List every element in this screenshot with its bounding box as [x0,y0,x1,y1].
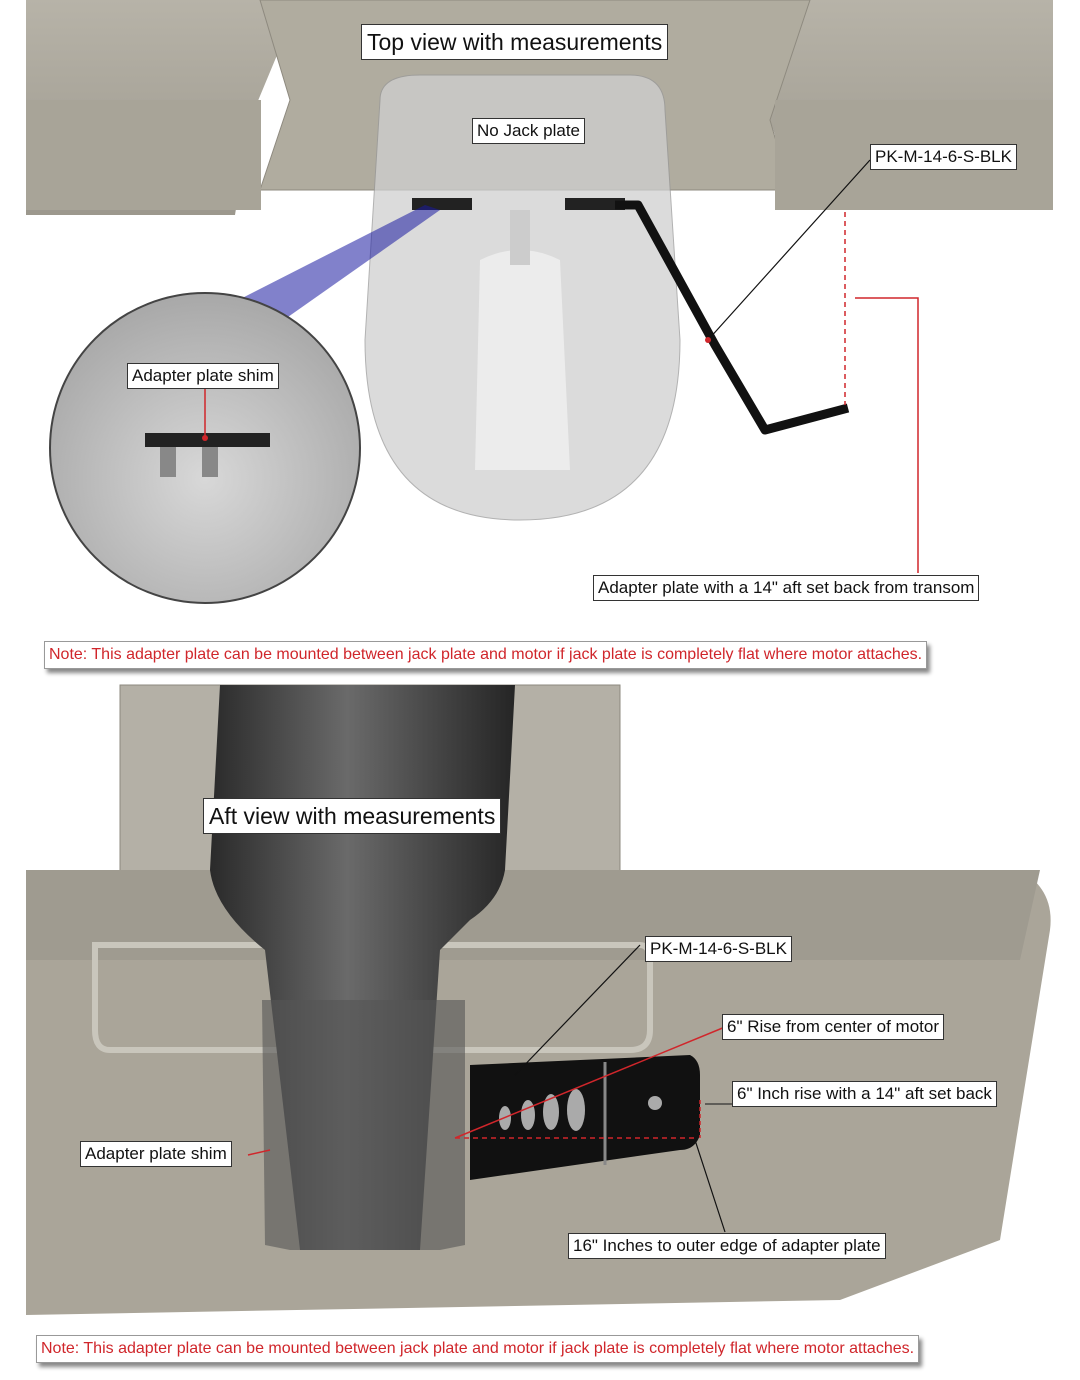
label-part-number-aft: PK-M-14-6-S-BLK [645,936,792,962]
label-rise-setback: 6" Inch rise with a 14" aft set back [732,1081,997,1107]
top-view-title: Top view with measurements [361,24,669,60]
note-aft: Note: This adapter plate can be mounted … [36,1335,920,1363]
bracket-top [615,200,850,435]
label-no-jack-plate: No Jack plate [472,118,585,144]
label-part-number-top: PK-M-14-6-S-BLK [870,144,1017,170]
label-outer-edge: 16" Inches to outer edge of adapter plat… [568,1233,886,1259]
label-adapter-shim-aft: Adapter plate shim [80,1141,232,1167]
top-view-motor [364,74,681,521]
bracket-aft [470,1055,700,1180]
label-rise-center: 6" Rise from center of motor [722,1014,944,1040]
label-adapter-shim-top: Adapter plate shim [127,363,279,389]
note-top: Note: This adapter plate can be mounted … [44,641,928,669]
aft-view-hull [26,684,1051,1315]
aft-view-title: Aft view with measurements [203,798,502,834]
label-setback: Adapter plate with a 14" aft set back fr… [593,575,980,601]
